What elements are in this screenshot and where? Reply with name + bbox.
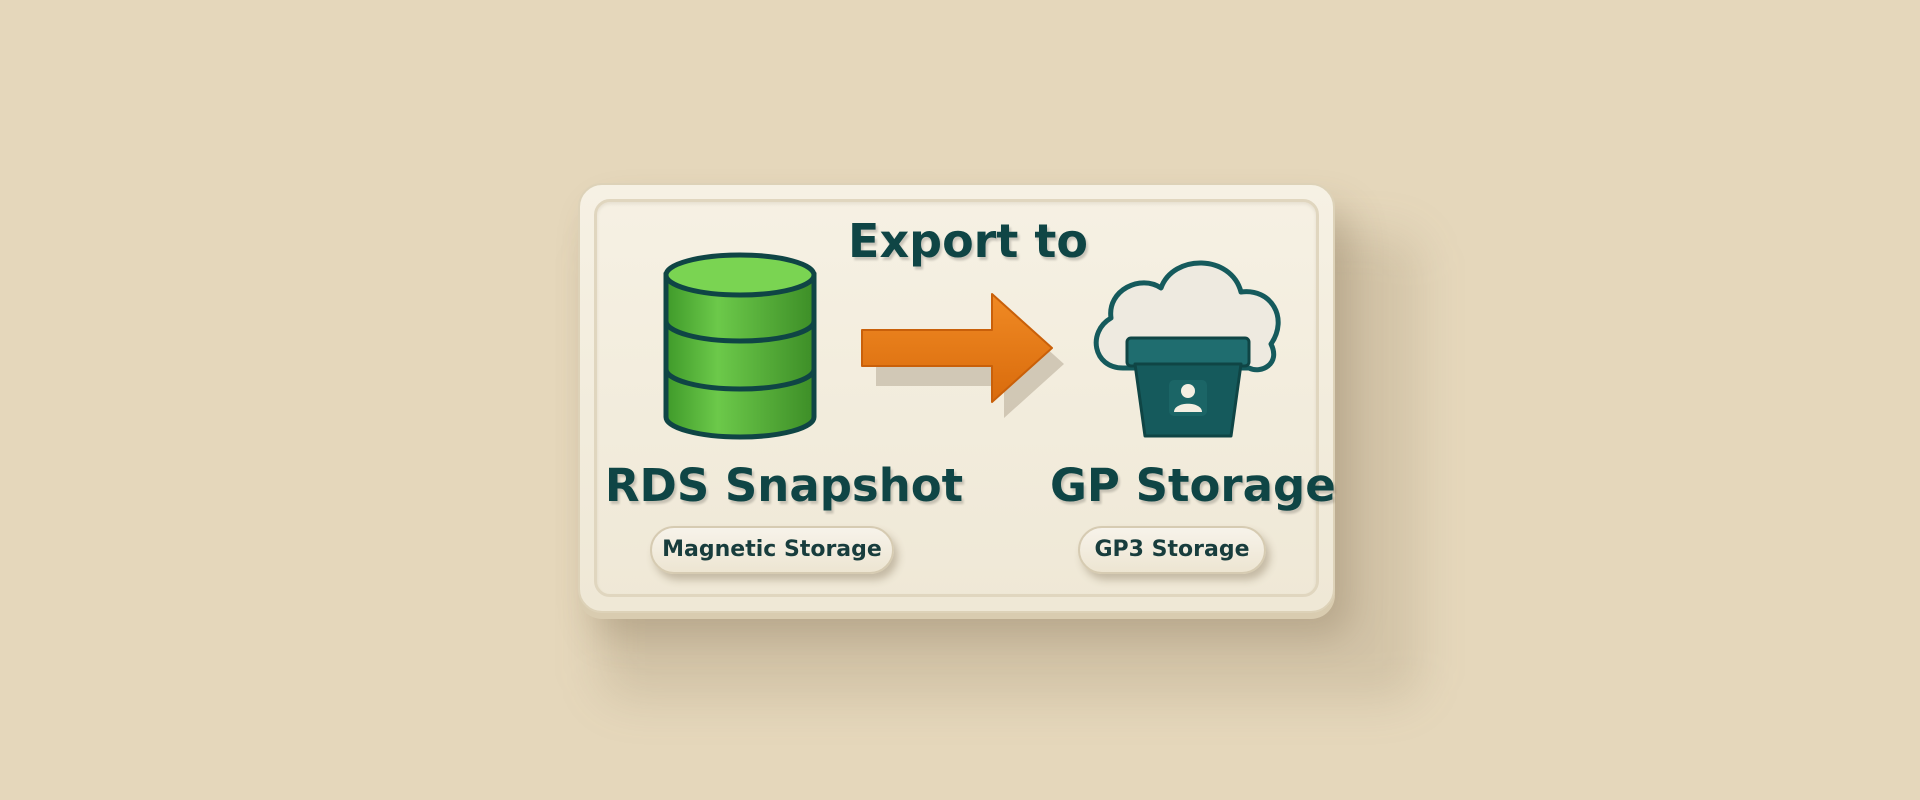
cloud-bucket-icon: [1093, 260, 1281, 438]
source-badge: Magnetic Storage: [650, 526, 894, 574]
card-inner-border: [594, 199, 1319, 597]
arrow-right-icon: [861, 293, 1064, 418]
database-cylinder-icon: [663, 252, 817, 440]
target-badge: GP3 Storage: [1078, 526, 1266, 574]
source-label: RDS Snapshot: [604, 459, 964, 512]
diagram-title: Export to: [848, 214, 1088, 268]
target-label: GP Storage: [1050, 459, 1336, 512]
